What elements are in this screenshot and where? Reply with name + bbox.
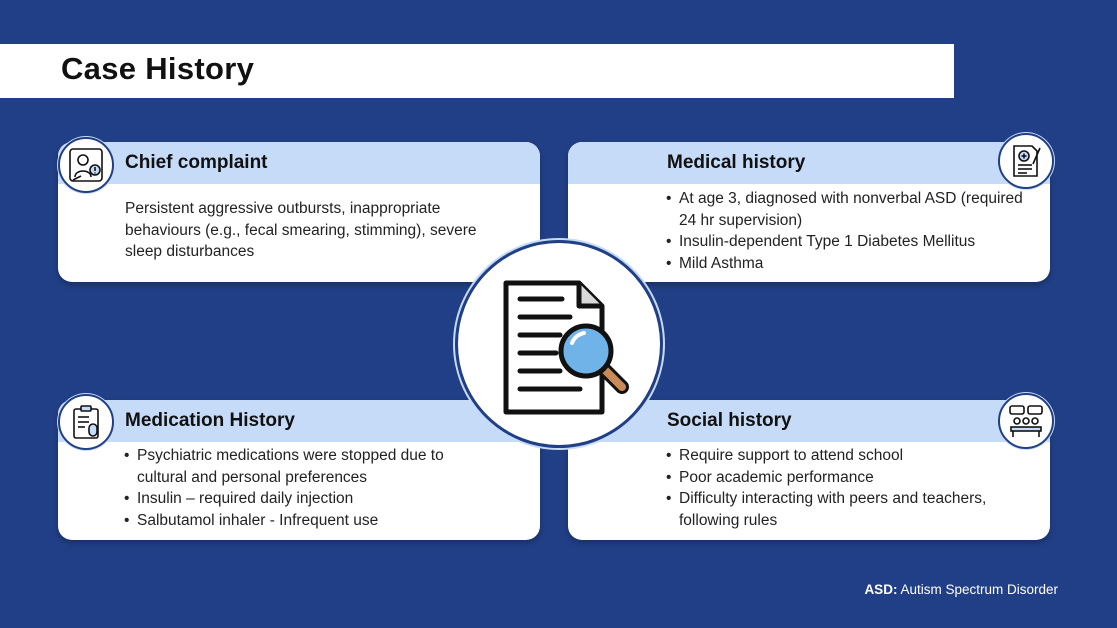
medication-history-heading: Medication History	[125, 410, 295, 431]
list-item: Insulin-dependent Type 1 Diabetes Mellit…	[666, 231, 1026, 253]
medication-history-header: Medication History	[58, 400, 540, 442]
list-item: Insulin – required daily injection	[124, 488, 484, 510]
footnote-text: Autism Spectrum Disorder	[897, 582, 1058, 597]
social-history-header: Social history	[568, 400, 1050, 442]
list-item: At age 3, diagnosed with nonverbal ASD (…	[666, 188, 1026, 231]
social-history-heading: Social history	[667, 410, 792, 431]
footnote-abbr: ASD:	[864, 582, 898, 597]
medical-history-header: Medical history	[568, 142, 1050, 184]
list-item: Poor academic performance	[666, 467, 1026, 489]
doctor-icon	[58, 137, 114, 193]
list-item: Difficulty interacting with peers and te…	[666, 488, 1026, 531]
medication-history-card: Medication History Psychiatric medicatio…	[58, 400, 540, 540]
footnote: ASD: Autism Spectrum Disorder	[864, 582, 1058, 597]
medication-history-list: Psychiatric medications were stopped due…	[124, 445, 484, 531]
medical-report-icon	[998, 133, 1054, 189]
list-item: Mild Asthma	[666, 253, 1026, 275]
group-chat-icon	[998, 393, 1054, 449]
medical-history-heading: Medical history	[667, 152, 806, 173]
social-history-card: Social history Require support to attend…	[568, 400, 1050, 540]
page-title: Case History	[61, 51, 255, 86]
medical-history-card: Medical history At age 3, diagnosed with…	[568, 142, 1050, 282]
list-item: Psychiatric medications were stopped due…	[124, 445, 484, 488]
chief-complaint-card: Chief complaint Persistent aggressive ou…	[58, 142, 540, 282]
chief-complaint-text: Persistent aggressive outbursts, inappro…	[125, 200, 477, 260]
chief-complaint-header: Chief complaint	[58, 142, 540, 184]
document-search-icon	[455, 240, 663, 448]
social-history-list: Require support to attend school Poor ac…	[666, 445, 1026, 531]
title-bar: Case History	[0, 44, 954, 98]
clipboard-icon	[58, 394, 114, 450]
list-item: Salbutamol inhaler - Infrequent use	[124, 510, 484, 532]
chief-complaint-heading: Chief complaint	[125, 152, 268, 173]
list-item: Require support to attend school	[666, 445, 1026, 467]
medical-history-list: At age 3, diagnosed with nonverbal ASD (…	[666, 188, 1026, 274]
